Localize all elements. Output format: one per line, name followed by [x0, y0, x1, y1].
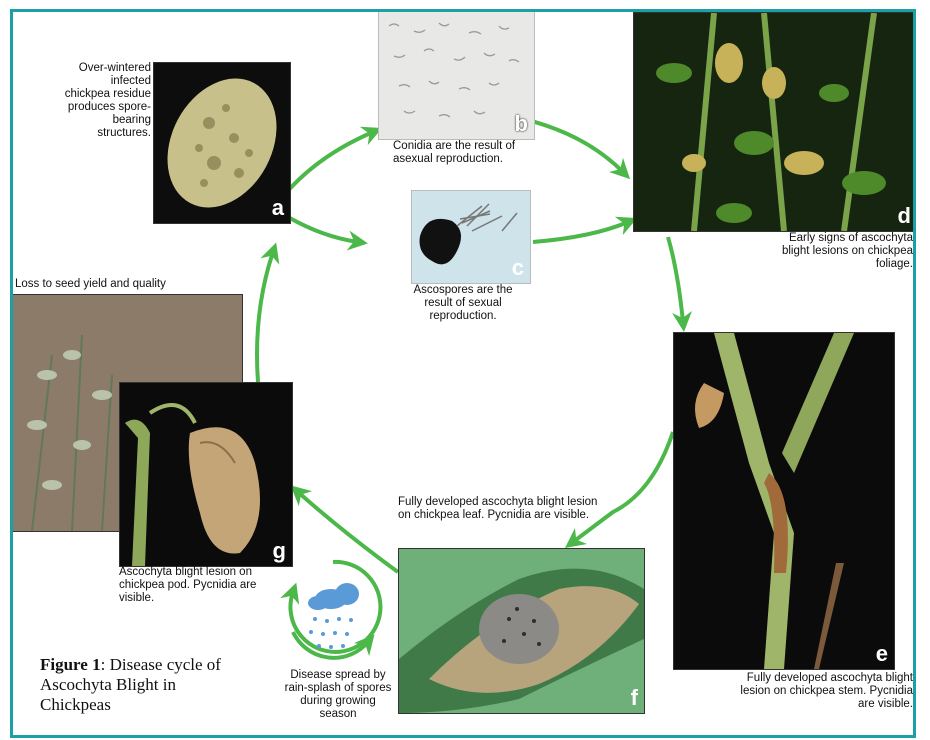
stage-letter-g: g — [273, 538, 286, 564]
caption-loss: Loss to seed yield and quality — [15, 278, 215, 291]
arrow-a-to-c — [288, 217, 358, 242]
arrow-f-to-g — [298, 492, 398, 572]
caption-rain-splash: Disease spread by rain-splash of spores … — [283, 669, 393, 721]
arrow-c-to-d — [533, 222, 628, 242]
photo-g-pod: g — [119, 382, 293, 567]
stage-letter-b: b — [515, 111, 528, 137]
stage-letter-f: f — [631, 685, 638, 711]
stage-letter-a: a — [272, 195, 284, 221]
stage-letter-e: e — [876, 641, 888, 667]
caption-g: Ascochyta blight lesion on chickpea pod.… — [119, 566, 259, 605]
photo-d-foliage: d — [633, 12, 916, 232]
arrow-g-to-a — [257, 252, 273, 382]
arrow-e-to-f — [573, 432, 673, 542]
caption-b: Conidia are the result of asexual reprod… — [393, 140, 533, 166]
arrow-d-to-e — [668, 237, 683, 322]
caption-f: Fully developed ascochyta blight lesion … — [398, 496, 613, 522]
figure-label: Figure 1 — [40, 655, 101, 674]
caption-c: Ascospores are the result of sexual repr… — [408, 284, 518, 323]
stage-letter-c: c — [512, 255, 524, 281]
rain-cloud-icon — [308, 583, 359, 649]
figure-frame: a Over-wintered infected chickpea residu… — [10, 9, 916, 738]
stage-letter-d: d — [898, 203, 911, 229]
figure-caption: Figure 1: Disease cycle of Ascochyta Bli… — [40, 655, 240, 715]
photo-c-ascospores: c — [411, 190, 531, 284]
photo-e-stem: e — [673, 332, 895, 670]
photo-f-leaf: f — [398, 548, 645, 714]
rain-splash-cycle-icon — [290, 562, 380, 658]
caption-a: Over-wintered infected chickpea residue … — [63, 62, 151, 140]
photo-b-conidia: b — [378, 10, 535, 140]
caption-d: Early signs of ascochyta blight lesions … — [773, 232, 913, 271]
photo-a-chickpea-residue: a — [153, 62, 291, 224]
caption-e: Fully developed ascochyta blight lesion … — [733, 672, 913, 711]
